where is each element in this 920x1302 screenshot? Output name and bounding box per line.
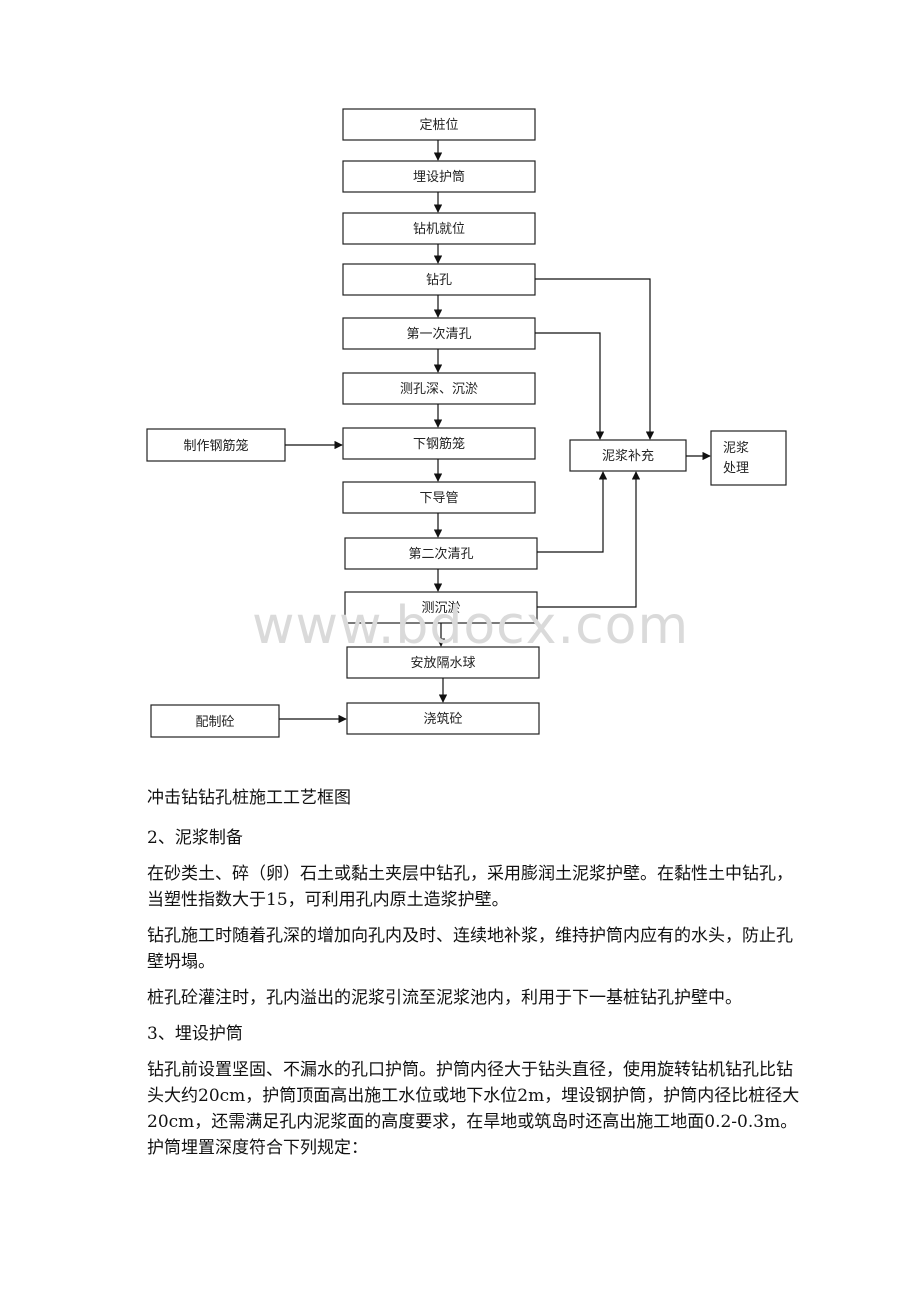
paragraph-4: 钻孔前设置坚固、不漏水的孔口护筒。护筒内径大于钻头直径，使用旋转钻机钻孔比钻头大…: [147, 1060, 800, 1158]
arrow-clean1-to-mud: [535, 332, 605, 440]
mud-supply-label: 泥浆补充: [602, 448, 654, 464]
section-heading-3: 3、埋设护筒: [147, 1024, 243, 1044]
step-box-3: [342, 212, 536, 245]
paragraph-1: 在砂类土、碎（卵）石土或黏土夹层中钻孔，采用膨润土泥浆护壁。在黏性土中钻孔，当塑…: [147, 864, 793, 910]
step-label-8: 下导管: [419, 491, 458, 506]
step-box-7: [342, 427, 536, 460]
side-box-rebar: [146, 428, 286, 462]
paragraph-2: 钻孔施工时随着孔深的增加向孔内及时、连续地补浆，维持护筒内应有的水头，防止孔壁坍…: [147, 926, 793, 972]
step-label-5: 第一次清孔: [406, 326, 471, 342]
mud-treat-label-2: 处理: [723, 461, 749, 476]
doc-body: 冲击钻钻孔桩施工工艺框图 2、泥浆制备 在砂类土、碎（卵）石土或黏土夹层中钻孔，…: [147, 785, 807, 1161]
step-box-11: [346, 646, 540, 679]
mud-treat-box: [710, 430, 787, 486]
arrow-drilling-to-mud: [535, 278, 655, 440]
step-box-2: [342, 160, 536, 193]
step-box-10: [344, 591, 538, 624]
step-box-12: [346, 702, 540, 735]
step-label-7: 下钢筋笼: [413, 436, 465, 452]
step-box-5: [342, 317, 536, 350]
side-label-rebar: 制作钢筋笼: [183, 438, 248, 454]
step-label-11: 安放隔水球: [410, 656, 475, 671]
step-box-1: [342, 108, 536, 141]
arrow-clean2-to-mud: [537, 471, 608, 553]
step-label-10: 测沉淤: [421, 601, 460, 616]
step-label-4: 钻孔: [426, 273, 452, 288]
section-heading-2: 2、泥浆制备: [147, 828, 243, 848]
step-box-6: [342, 372, 536, 405]
step-label-2: 埋设护筒: [413, 169, 465, 185]
step-box-8: [342, 481, 536, 514]
figure-caption: 冲击钻钻孔桩施工工艺框图: [147, 788, 351, 808]
step-label-12: 浇筑砼: [423, 711, 462, 727]
watermark: www.bdocx.com: [252, 596, 690, 656]
step-box-9: [344, 537, 538, 570]
process-flowchart: 定桩位 埋设护筒 钻机就位 钻孔 第一次清孔 测孔深、沉淤 下钢筋笼 下导管 第…: [146, 108, 787, 738]
arrow-sediment-to-mud: [537, 471, 641, 608]
side-label-concrete: 配制砼: [195, 715, 234, 730]
step-label-6: 测孔深、沉淤: [400, 382, 478, 397]
mud-treat-label-1: 泥浆: [723, 441, 749, 456]
step-label-1: 定桩位: [419, 118, 458, 133]
step-label-9: 第二次清孔: [408, 546, 473, 562]
side-box-concrete: [150, 704, 280, 738]
paragraph-3: 桩孔砼灌注时，孔内溢出的泥浆引流至泥浆池内，利用于下一基桩钻孔护壁中。: [147, 988, 742, 1008]
step-label-3: 钻机就位: [413, 222, 465, 237]
